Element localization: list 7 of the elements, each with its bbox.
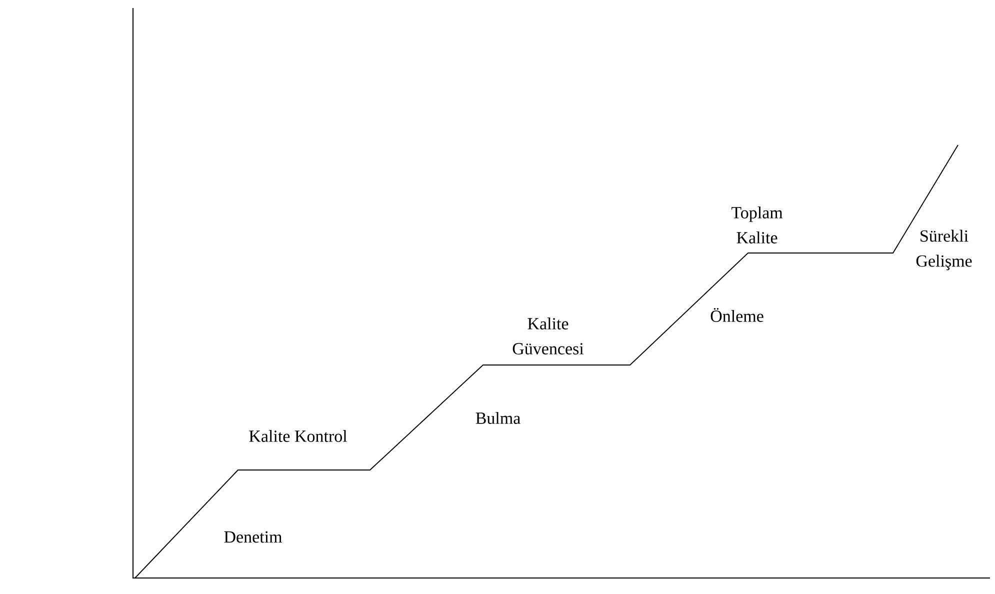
stage-label: Bulma [476, 412, 520, 424]
stage-label: Denetim [224, 531, 282, 543]
stage-label: Kalite Güvencesi [512, 318, 584, 354]
stage-label: Toplam Kalite [731, 206, 783, 244]
stage-label: Önleme [710, 308, 764, 322]
stage-label: Sürekli Gelişme [916, 230, 972, 270]
stage-label: Kalite Kontrol [249, 430, 347, 442]
